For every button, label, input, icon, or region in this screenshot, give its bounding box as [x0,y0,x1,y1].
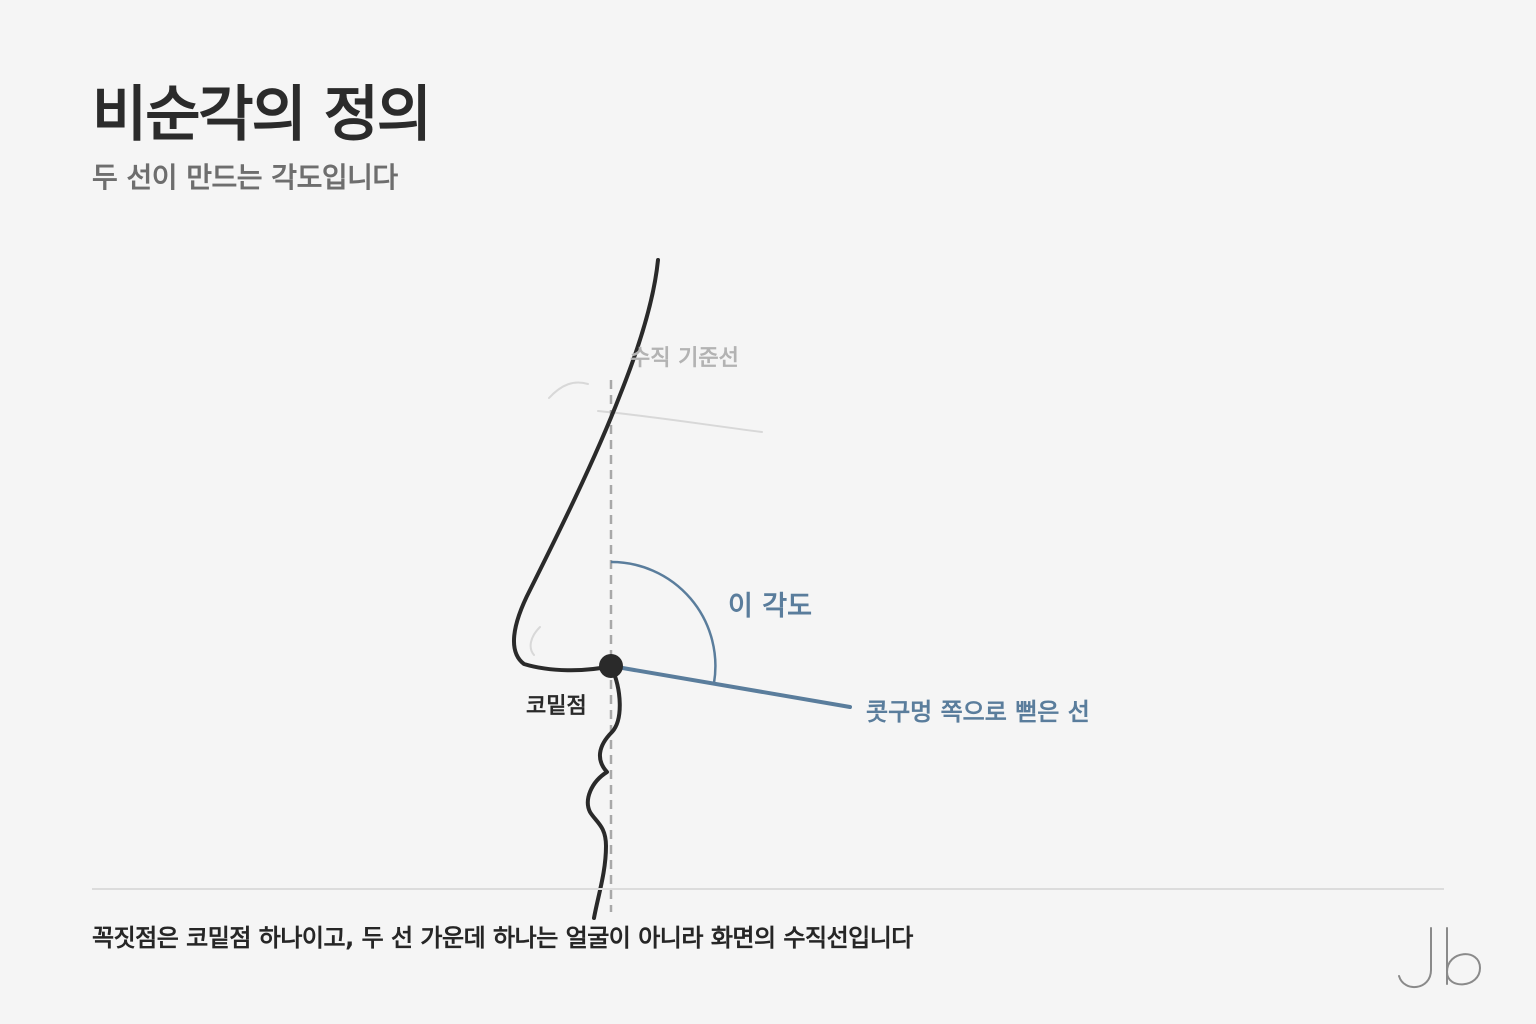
lip-profile-line [585,664,622,920]
nostril-hint-curve [529,626,541,656]
angle-arc [610,560,717,684]
faint-brow-line [548,381,589,399]
footer-divider [92,888,1444,890]
nostril-direction-line [609,664,852,709]
page-title: 비순각의 정의 [92,80,432,150]
vertex-point-subnasale [599,654,623,678]
vertex-label: 코밑점 [526,694,587,719]
vertical-reference-label: 수직 기준선 [630,346,739,371]
footer-caption: 꼭짓점은 코밑점 하나이고, 두 선 가운데 하나는 얼굴이 아니라 화면의 수… [92,924,913,952]
jb-logo [1398,927,1482,989]
page-subtitle: 두 선이 만드는 각도입니다 [92,161,398,194]
angle-label: 이 각도 [728,591,812,622]
nose-profile-line [512,258,660,673]
nostril-line-label: 콧구멍 쪽으로 뻗은 선 [866,698,1090,726]
faint-eye-line [597,410,763,433]
